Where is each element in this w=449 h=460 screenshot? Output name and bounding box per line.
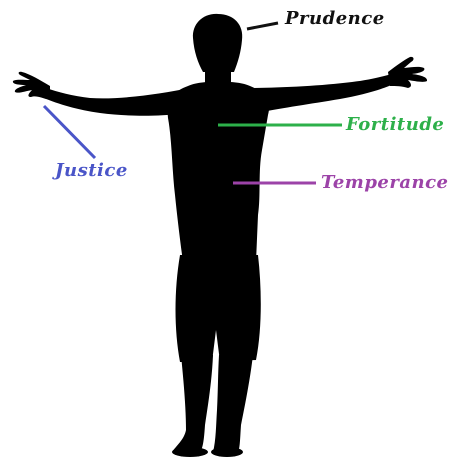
prudence-leader-line (246, 21, 279, 31)
silhouette-left-foot (172, 447, 208, 457)
silhouette-right-hand (388, 56, 428, 88)
silhouette-head (192, 13, 243, 72)
silhouette-left-hand (12, 71, 51, 100)
temperance-label: Temperance (321, 172, 449, 193)
silhouette-right-leg (213, 355, 253, 452)
silhouette-left-leg (172, 355, 213, 452)
justice-label: Justice (55, 160, 128, 181)
fortitude-label: Fortitude (346, 114, 445, 135)
silhouette-hips (175, 255, 261, 362)
prudence-label: Prudence (285, 8, 385, 29)
silhouette-right-arm (246, 74, 394, 112)
silhouette-right-foot (211, 447, 243, 457)
silhouette-torso (167, 81, 270, 262)
silhouette-left-arm (44, 88, 190, 116)
justice-leader-line (42, 104, 97, 160)
